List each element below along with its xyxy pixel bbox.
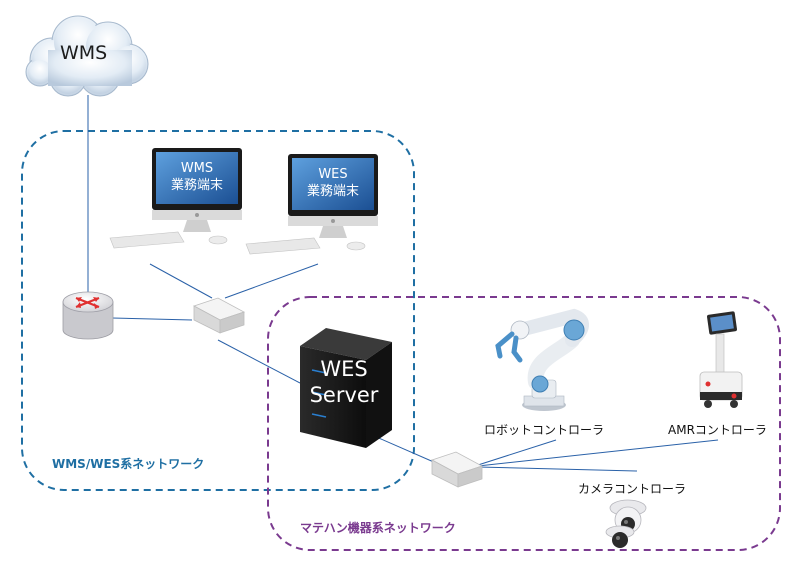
wms-terminal-label-line2: 業務端末	[170, 178, 223, 193]
robot-arm-icon	[495, 308, 589, 411]
wes-server-label-line1: WES	[320, 357, 368, 381]
amr-controller-label: AMRコントローラ	[668, 423, 767, 437]
robot-controller-label: ロボットコントローラ	[484, 423, 605, 437]
wes-server-label: WES Server	[306, 356, 382, 408]
wms-terminal-icon	[109, 148, 242, 249]
camera-icon	[605, 499, 647, 548]
wes-terminal-label-line1: WES	[318, 167, 348, 182]
wms-wes-network-label: WMS/WES系ネットワーク	[52, 457, 205, 471]
wes-terminal-label: WES 業務端末	[292, 166, 374, 200]
wes-server-icon	[300, 328, 392, 448]
wes-terminal-label-line2: 業務端末	[306, 184, 359, 199]
router-icon	[62, 291, 114, 340]
amr-robot-icon	[699, 311, 743, 408]
wms-cloud-label: WMS	[60, 42, 108, 64]
connection-lines	[87, 95, 719, 472]
matehan-network-boundary	[267, 296, 781, 551]
wes-server-label-line2: Server	[309, 383, 379, 407]
wms-wes-network-boundary	[21, 130, 415, 491]
matehan-network-label: マテハン機器系ネットワーク	[300, 521, 456, 535]
switch-icon-bottom	[430, 451, 484, 488]
wms-cloud-icon	[25, 15, 149, 97]
wms-terminal-label-line1: WMS	[180, 161, 214, 176]
wes-terminal-icon	[245, 154, 378, 255]
switch-icon-top	[192, 297, 246, 334]
wms-terminal-label: WMS 業務端末	[156, 160, 238, 194]
camera-controller-label: カメラコントローラ	[578, 482, 687, 496]
